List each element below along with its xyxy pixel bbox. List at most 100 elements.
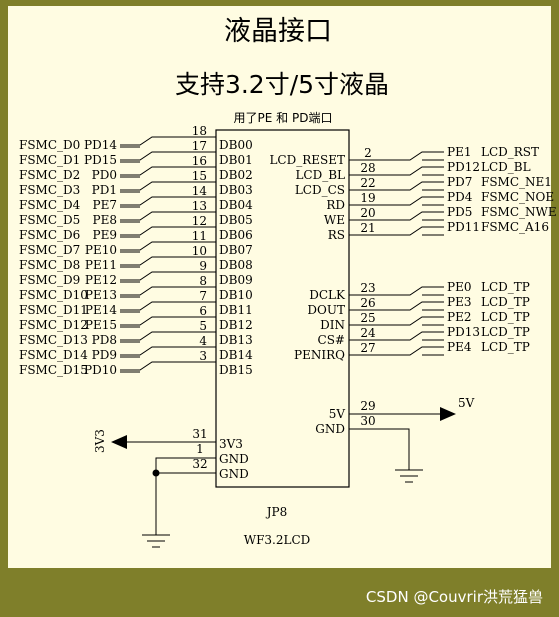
wire-gnd1 (155, 457, 216, 535)
net-5v-label: 5V (458, 396, 475, 410)
left-pin-wire (120, 361, 216, 371)
left-port-label: PD8 (92, 333, 117, 347)
right-pin-name: WE (324, 213, 345, 227)
left-pin-number: 15 (192, 169, 207, 183)
left-net-label: FSMC_D3 (19, 183, 80, 197)
right-pin-wire (349, 346, 444, 356)
right-pin-name: DIN (320, 318, 345, 332)
right-net-label: LCD_RST (481, 145, 539, 159)
left-port-label: PD15 (84, 153, 117, 167)
right-port-label: PE2 (447, 310, 471, 324)
right-port-label: PE0 (447, 280, 471, 294)
right-pin-name: RS (328, 228, 345, 242)
right-pin-name: DOUT (307, 303, 345, 317)
left-net-label: FSMC_D6 (19, 228, 80, 242)
right-pin-wire (349, 196, 444, 206)
right-port-label: PD11 (447, 220, 480, 234)
left-pin-number: 6 (199, 304, 207, 318)
left-pin-wire (120, 346, 216, 356)
left-net-label: FSMC_D8 (19, 258, 80, 272)
left-pin-wire (120, 181, 216, 191)
pin-gnd-right-number: 30 (360, 414, 375, 428)
right-pin-wire (349, 301, 444, 311)
left-pin-name: DB04 (219, 198, 253, 212)
left-net-label: FSMC_D15 (19, 363, 88, 377)
left-port-label: PD10 (84, 363, 117, 377)
left-pin-number: 4 (199, 334, 207, 348)
left-pin-wire (120, 316, 216, 326)
right-net-label: LCD_TP (481, 325, 530, 339)
right-pin-wire (349, 181, 444, 191)
left-pin-number: 18 (192, 124, 207, 138)
left-port-label: PE14 (85, 303, 117, 317)
left-net-label: FSMC_D9 (19, 273, 80, 287)
right-pin-wire (349, 166, 444, 176)
diagram-subtitle: 支持3.2寸/5寸液晶 (175, 70, 389, 99)
pin-3v3-number: 31 (192, 427, 207, 441)
pin-gnd2-name: GND (219, 467, 249, 481)
left-pin-wire (120, 286, 216, 296)
paper-area (8, 6, 551, 568)
right-pin-wire (349, 226, 444, 236)
left-pin-name: DB10 (219, 288, 253, 302)
left-pin-number: 3 (199, 349, 207, 363)
left-port-label: PE15 (85, 318, 117, 332)
left-pin-name: DB07 (219, 243, 253, 257)
pin-gnd1-number: 1 (196, 442, 204, 456)
left-pin-name: DB11 (219, 303, 253, 317)
right-pin-number: 28 (360, 161, 375, 175)
right-pin-wire (349, 331, 444, 341)
right-net-label: FSMC_NOE (481, 190, 554, 204)
chip-ref-label: JP8 (265, 505, 288, 519)
left-pin-number: 8 (199, 274, 207, 288)
pin-5v-name: 5V (329, 407, 346, 421)
right-pin-number: 22 (360, 176, 375, 190)
left-net-label: FSMC_D4 (19, 198, 81, 212)
right-port-label: PE1 (447, 145, 471, 159)
right-net-label: LCD_TP (481, 280, 530, 294)
left-port-label: PD0 (92, 168, 117, 182)
left-net-label: FSMC_D1 (19, 153, 80, 167)
right-pin-wire (349, 211, 444, 221)
right-net-label: FSMC_NWE (481, 205, 557, 219)
left-port-label: PD1 (92, 183, 117, 197)
left-pin-name: DB01 (219, 153, 253, 167)
diagram-title: 液晶接口 (224, 16, 332, 47)
left-pin-name: DB08 (219, 258, 253, 272)
right-net-label: FSMC_NE1 (481, 175, 552, 189)
right-net-label: LCD_TP (481, 310, 530, 324)
left-net-label: FSMC_D14 (19, 348, 88, 362)
right-net-label: LCD_TP (481, 340, 530, 354)
pin-gnd2-number: 32 (192, 457, 207, 471)
port-note: 用了PE 和 PD端口 (234, 111, 333, 125)
pin-3v3-name: 3V3 (219, 437, 243, 451)
right-pin-name: LCD_BL (295, 168, 345, 182)
left-pin-name: DB00 (219, 138, 253, 152)
right-port-label: PD4 (447, 190, 473, 204)
lcd-connector-body (215, 129, 350, 488)
right-port-label: PD12 (447, 160, 480, 174)
pin-5v-number: 29 (360, 399, 375, 413)
right-pin-number: 25 (360, 311, 375, 325)
left-port-label: PE11 (85, 258, 117, 272)
left-pin-number: 14 (192, 184, 208, 198)
watermark-text: CSDN @Couvrir洪荒猛兽 (365, 588, 543, 606)
left-pin-name: DB03 (219, 183, 253, 197)
right-pin-number: 27 (360, 341, 375, 355)
left-pin-wire (120, 151, 216, 161)
right-net-label: LCD_BL (481, 160, 531, 174)
left-pin-number: 16 (192, 154, 207, 168)
pin-gnd1-name: GND (219, 452, 249, 466)
right-pin-name: LCD_RESET (269, 153, 345, 167)
right-port-label: PE3 (447, 295, 471, 309)
left-pin-name: DB13 (219, 333, 253, 347)
arrow-5v (440, 407, 456, 421)
left-net-label: FSMC_D5 (19, 213, 80, 227)
right-port-label: PE4 (447, 340, 472, 354)
left-pin-number: 9 (199, 259, 207, 273)
left-pin-name: DB12 (219, 318, 253, 332)
left-port-label: PE9 (93, 228, 117, 242)
left-pin-wire (120, 136, 216, 146)
left-pin-number: 13 (192, 199, 207, 213)
